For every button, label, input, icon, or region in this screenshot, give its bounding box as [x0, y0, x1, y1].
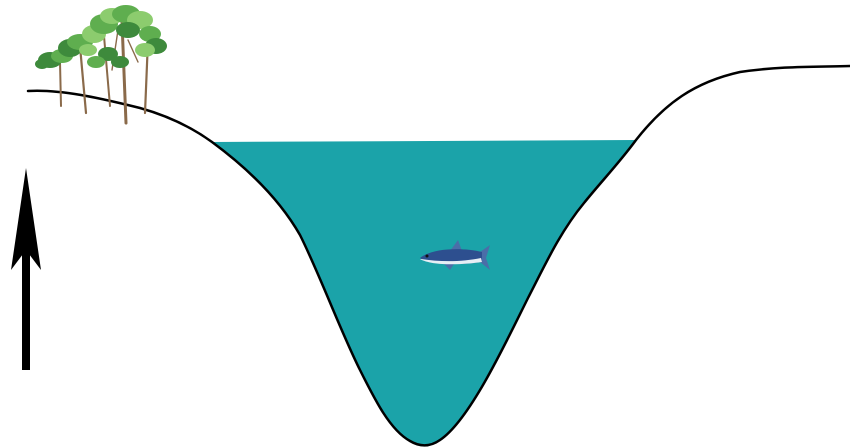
up-arrow-icon	[11, 168, 41, 370]
water-body	[212, 140, 636, 445]
tree-cluster-icon	[35, 5, 167, 123]
